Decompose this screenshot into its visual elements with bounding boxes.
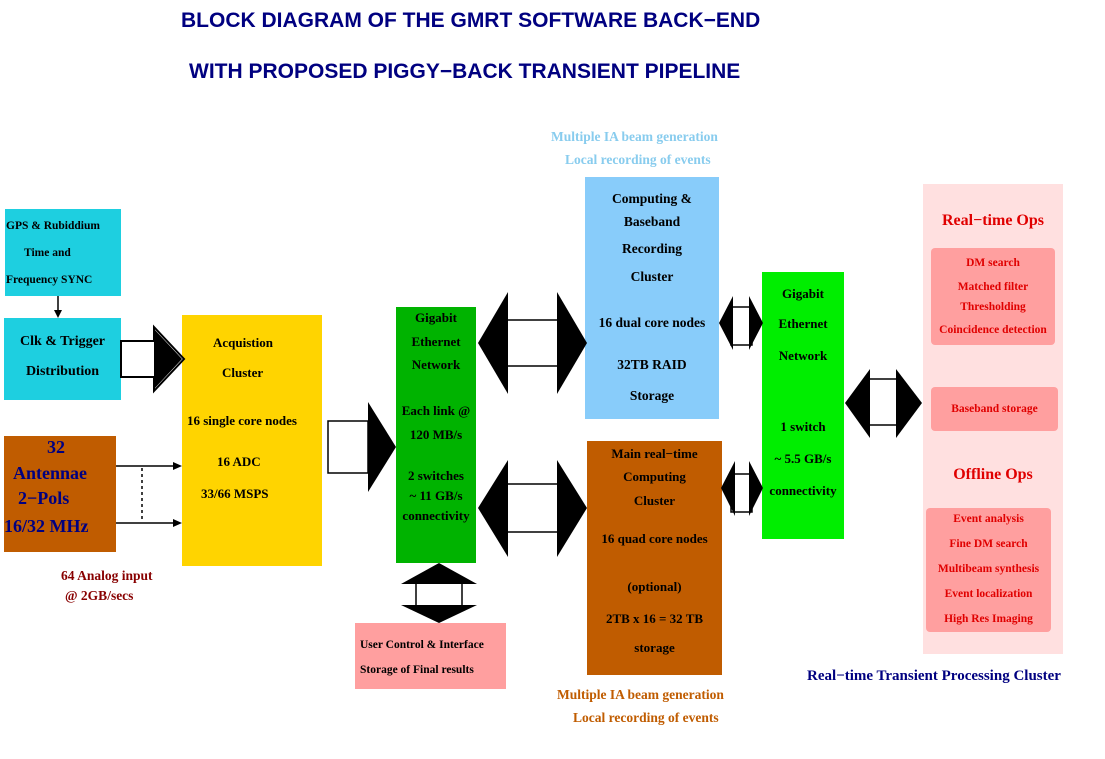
gigabit1-line-7: ~ 11 GB/s	[409, 488, 463, 503]
gigabit1-line-8: connectivity	[402, 508, 470, 523]
computing-network2-double-arrow	[719, 296, 763, 350]
network2-transient-double-arrow	[845, 369, 922, 438]
computing-line-3: Recording	[622, 241, 682, 256]
gps-line-3: Frequency SYNC	[6, 274, 93, 286]
diagram-title-line-1: BLOCK DIAGRAM OF THE GMRT SOFTWARE BACK−…	[181, 9, 761, 32]
computing-baseband-cluster-box: Computing & Baseband Recording Cluster 1…	[585, 177, 719, 419]
offline-item-2: Fine DM search	[949, 538, 1028, 550]
realtime-line-7: storage	[634, 640, 675, 655]
computing-line-5: 16 dual core nodes	[598, 315, 706, 330]
baseband-storage-box: Baseband storage	[931, 387, 1058, 431]
top-caption-line-2: Local recording of events	[565, 152, 711, 167]
gps-to-clk-arrow	[54, 296, 62, 318]
user-control-line-2: Storage of Final results	[360, 664, 474, 676]
gigabit2-line-3: Network	[778, 348, 828, 363]
acquisition-cluster-box: Acquistion Cluster 16 single core nodes …	[182, 315, 322, 566]
realtime-line-1: Main real−time	[611, 446, 698, 461]
dm-item-2: Matched filter	[957, 281, 1029, 293]
computing-line-2: Baseband	[623, 214, 681, 229]
offline-item-1: Event analysis	[953, 513, 1024, 525]
gigabit-network-1-box: Gigabit Ethernet Network Each link @ 120…	[396, 307, 476, 563]
gigabit-network-2-box: Gigabit Ethernet Network 1 switch ~ 5.5 …	[762, 272, 844, 539]
gigabit1-line-1: Gigabit	[415, 310, 457, 325]
gigabit2-line-5: ~ 5.5 GB/s	[774, 451, 832, 466]
analog-input-line-1: 64 Analog input	[61, 568, 153, 583]
gigabit1-line-4: Each link @	[401, 403, 471, 418]
antennae-box: 32 Antennae 2−Pols 16/32 MHz	[4, 436, 116, 552]
offline-item-4: Event localization	[944, 588, 1033, 600]
transient-cluster-box: Real−time Ops DM search Matched filter T…	[923, 184, 1063, 654]
acquisition-line-4: 16 ADC	[217, 454, 261, 469]
transient-cluster-label: Real−time Transient Processing Cluster	[807, 668, 1061, 684]
acquisition-to-network-arrow	[327, 402, 396, 492]
realtime-line-6: 2TB x 16 = 32 TB	[605, 611, 704, 626]
clk-line-1: Clk & Trigger	[19, 334, 106, 349]
computing-line-6: 32TB RAID	[617, 357, 687, 372]
realtime-line-2: Computing	[623, 469, 686, 484]
realtime-line-3: Cluster	[633, 493, 676, 508]
realtime-line-4: 16 quad core nodes	[601, 531, 708, 546]
gigabit2-line-1: Gigabit	[782, 286, 824, 301]
gps-line-2: Time and	[24, 247, 71, 259]
gigabit1-line-2: Ethernet	[411, 334, 461, 349]
gps-line-1: GPS & Rubiddium	[6, 220, 100, 232]
computing-line-4: Cluster	[630, 269, 674, 284]
network-realtime-double-arrow	[478, 460, 587, 557]
offline-ops-heading: Offline Ops	[953, 466, 1033, 483]
dm-item-3: Thresholding	[960, 301, 1026, 313]
network-computing-double-arrow	[478, 292, 587, 394]
top-caption-line-1: Multiple IA beam generation	[551, 129, 718, 144]
computing-line-7: Storage	[629, 388, 675, 403]
gigabit1-line-5: 120 MB/s	[409, 427, 463, 442]
bottom-caption-line-1: Multiple IA beam generation	[557, 687, 724, 702]
clk-trigger-box: Clk & Trigger Distribution	[4, 318, 121, 400]
user-control-line-1: User Control & Interface	[360, 639, 484, 651]
gigabit2-line-6: connectivity	[769, 483, 837, 498]
realtime-line-5: (optional)	[627, 579, 682, 594]
offline-ops-box: Event analysis Fine DM search Multibeam …	[926, 508, 1051, 632]
acquisition-line-1: Acquistion	[213, 335, 273, 350]
offline-item-5: High Res Imaging	[944, 613, 1033, 625]
realtime-computing-cluster-box: Main real−time Computing Cluster 16 quad…	[587, 441, 722, 675]
acquisition-line-2: Cluster	[222, 365, 264, 380]
gigabit1-line-6: 2 switches	[408, 468, 464, 483]
diagram-title-line-2: WITH PROPOSED PIGGY−BACK TRANSIENT PIPEL…	[189, 60, 741, 83]
analog-input-line-2: @ 2GB/secs	[65, 588, 134, 603]
gigabit1-line-3: Network	[411, 357, 461, 372]
acquisition-line-5: 33/66 MSPS	[201, 486, 269, 501]
network-user-control-double-arrow	[401, 563, 477, 623]
antennae-line-4: 16/32 MHz	[4, 516, 89, 536]
clk-line-2: Distribution	[25, 364, 100, 379]
antenna-to-acquisition-arrows	[116, 462, 182, 527]
offline-item-3: Multibeam synthesis	[937, 563, 1040, 575]
acquisition-line-3: 16 single core nodes	[187, 413, 297, 428]
gigabit2-line-4: 1 switch	[780, 419, 826, 434]
dm-item-1: DM search	[966, 257, 1020, 269]
dm-item-4: Coincidence detection	[939, 324, 1047, 336]
realtime-ops-heading: Real−time Ops	[942, 212, 1044, 229]
gigabit2-line-2: Ethernet	[778, 316, 828, 331]
antennae-line-2: Antennae	[13, 463, 88, 483]
antennae-line-1: 32	[47, 437, 65, 457]
baseband-storage-label: Baseband storage	[951, 403, 1038, 415]
user-control-box: User Control & Interface Storage of Fina…	[355, 623, 506, 689]
computing-line-1: Computing &	[612, 191, 692, 206]
gps-sync-box: GPS & Rubiddium Time and Frequency SYNC	[5, 209, 121, 296]
bottom-caption-line-2: Local recording of events	[573, 710, 719, 725]
antennae-line-3: 2−Pols	[18, 488, 70, 508]
dm-search-box: DM search Matched filter Thresholding Co…	[931, 248, 1055, 345]
realtime-network2-double-arrow	[721, 461, 763, 516]
